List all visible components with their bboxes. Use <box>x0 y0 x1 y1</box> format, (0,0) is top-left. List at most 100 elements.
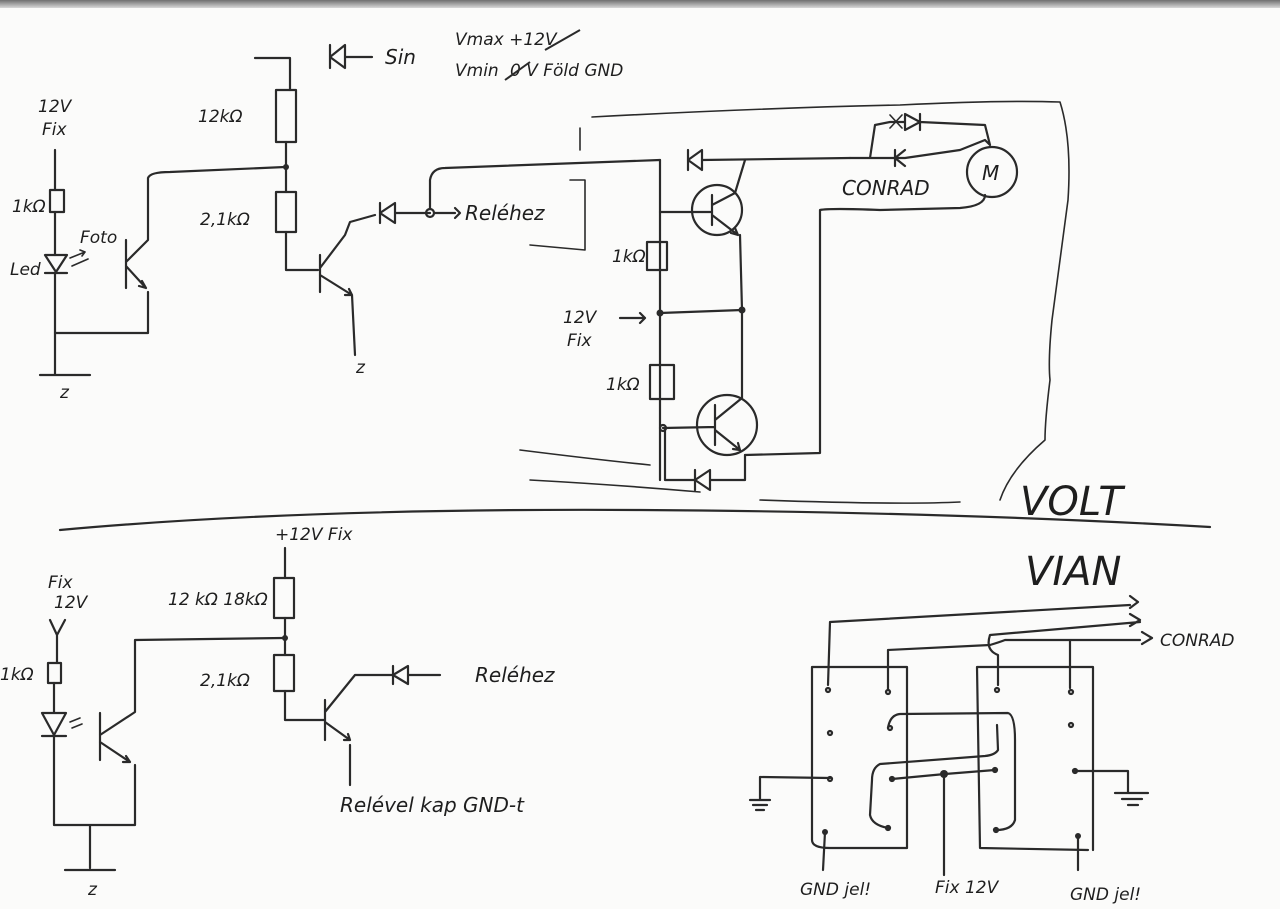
transistor-symbol-icon <box>283 664 442 787</box>
transistor-symbol-icon <box>318 213 377 357</box>
vmin-prefix: Vmin <box>455 61 499 81</box>
ground-mark: z <box>87 880 98 900</box>
wire-cross-2 <box>868 723 1000 830</box>
vmin-note: 0 V Föld GND <box>510 61 623 81</box>
wire-cross-1 <box>886 711 1017 832</box>
flyback-diodes-icon <box>848 112 992 168</box>
conrad-label: CONRAD <box>1160 631 1235 651</box>
resistor-label: 1kΩ <box>606 375 640 395</box>
relay-right-outline <box>975 665 1095 852</box>
resistor-2k1 <box>274 190 298 234</box>
bottom-left-sensor-circuit: Fix 12V 1kΩ z +12V Fix 12 kΩ 18kΩ 2,1kΩ … <box>0 525 555 900</box>
motor-symbol-icon <box>965 145 1019 199</box>
wire <box>284 230 320 272</box>
supply-arrow-icon <box>48 618 67 665</box>
wire-gnd-signal <box>821 830 1080 872</box>
diode-symbol-icon <box>328 43 374 70</box>
strike-mark <box>544 29 581 51</box>
relay-pins <box>822 686 1081 839</box>
junction-dot <box>283 164 289 170</box>
supply-wire <box>618 308 744 325</box>
foto-label: Foto <box>80 228 117 248</box>
relay-wiring: VIAN CONRAD GND j <box>748 549 1235 905</box>
resistor-12k <box>272 576 296 620</box>
transistor-symbol-icon <box>695 393 759 457</box>
diode-symbol-icon <box>378 201 432 225</box>
transistor-symbol-icon <box>690 183 744 237</box>
resistor-label: 1kΩ <box>12 197 46 217</box>
supply-label: 12V <box>38 97 73 117</box>
wire-out-2 <box>987 612 1142 687</box>
pin <box>884 688 892 696</box>
cross-mark-icon <box>889 114 903 129</box>
vmax-note: Vmax +12V <box>455 30 558 50</box>
wire <box>428 158 662 211</box>
resistor-label: 1kΩ <box>612 247 646 267</box>
ground-mark: z <box>355 358 366 378</box>
pin <box>993 686 1001 694</box>
led-symbol-icon <box>43 253 69 275</box>
gnd-signal-label-left: GND jel! <box>800 880 871 900</box>
diode-symbol-icon <box>686 148 852 172</box>
resistor-label: 2,1kΩ <box>200 671 250 691</box>
resistor-label: 12kΩ <box>198 107 242 127</box>
supply-label: 12V <box>54 593 89 613</box>
supply-label: Fix <box>567 331 593 351</box>
wire-out-conrad <box>886 630 1154 692</box>
resistor-label: 2,1kΩ <box>200 210 250 230</box>
resistor-led <box>48 188 66 214</box>
resistor-label: 12 kΩ 18kΩ <box>168 590 268 610</box>
gnd-signal-label-right: GND jel! <box>1070 885 1141 905</box>
fix-12v-label: Fix 12V <box>935 878 1000 898</box>
ground-symbol-icon <box>748 775 832 812</box>
resistor-led <box>46 661 63 685</box>
phototransistor-symbol-icon <box>124 165 287 290</box>
motor-label: M <box>982 161 999 185</box>
pin <box>824 686 832 694</box>
led-label: Led <box>10 260 41 280</box>
resistor-1k-bottom <box>648 363 676 401</box>
transistor-leads <box>661 193 987 457</box>
voltage-notes: Vmax +12V Vmin 0 V Föld GND <box>455 29 623 81</box>
relay-left-outline <box>810 665 909 850</box>
resistor-2k1 <box>272 653 296 693</box>
wire-out-1 <box>826 594 1140 687</box>
section-title-vian: VIAN <box>1025 549 1121 595</box>
relay-note: Relével kap GND-t <box>340 793 525 817</box>
wire <box>53 290 150 335</box>
pin <box>826 729 834 737</box>
junction-dot <box>940 770 948 778</box>
ground-symbol-icon <box>1073 769 1150 807</box>
hand-drawn-box <box>519 100 1070 504</box>
phototransistor-symbol-icon <box>98 636 285 764</box>
conrad-label: CONRAD <box>842 176 930 200</box>
scan-edge-shadow <box>0 0 1280 8</box>
supply-top-label: +12V Fix <box>275 525 353 545</box>
top-left-sensor-circuit: 12V Fix 1kΩ Led Foto z Sin 12kΩ 2,1kΩ z … <box>10 43 662 403</box>
input-label: Sin <box>385 45 416 69</box>
supply-label: Fix <box>42 120 68 140</box>
transistor-leads <box>658 158 747 312</box>
relay-output-label: Reléhez <box>465 201 545 225</box>
supply-label: 12V <box>563 308 598 328</box>
resistor-12k <box>274 88 298 144</box>
section-divider <box>58 508 1212 532</box>
section-title-volt: VOLT <box>1020 479 1126 525</box>
light-arrows-icon <box>69 717 83 729</box>
wire <box>253 56 292 92</box>
resistor-1k-top <box>645 240 669 272</box>
relay-label: Reléhez <box>475 663 555 687</box>
ground-mark: z <box>59 383 70 403</box>
pin <box>1067 721 1075 729</box>
wire-to-ground <box>38 271 92 377</box>
strike-mark <box>504 61 531 81</box>
diode-symbol-icon <box>663 426 747 492</box>
motor-driver-circuit: 1kΩ 12V Fix 1kΩ M CONRAD VOLT <box>519 100 1126 525</box>
led-and-ground <box>40 681 137 872</box>
resistor-label: 1kΩ <box>0 665 34 685</box>
supply-label: Fix <box>48 573 74 593</box>
pin <box>1067 688 1075 696</box>
wire-arrow <box>432 206 462 220</box>
